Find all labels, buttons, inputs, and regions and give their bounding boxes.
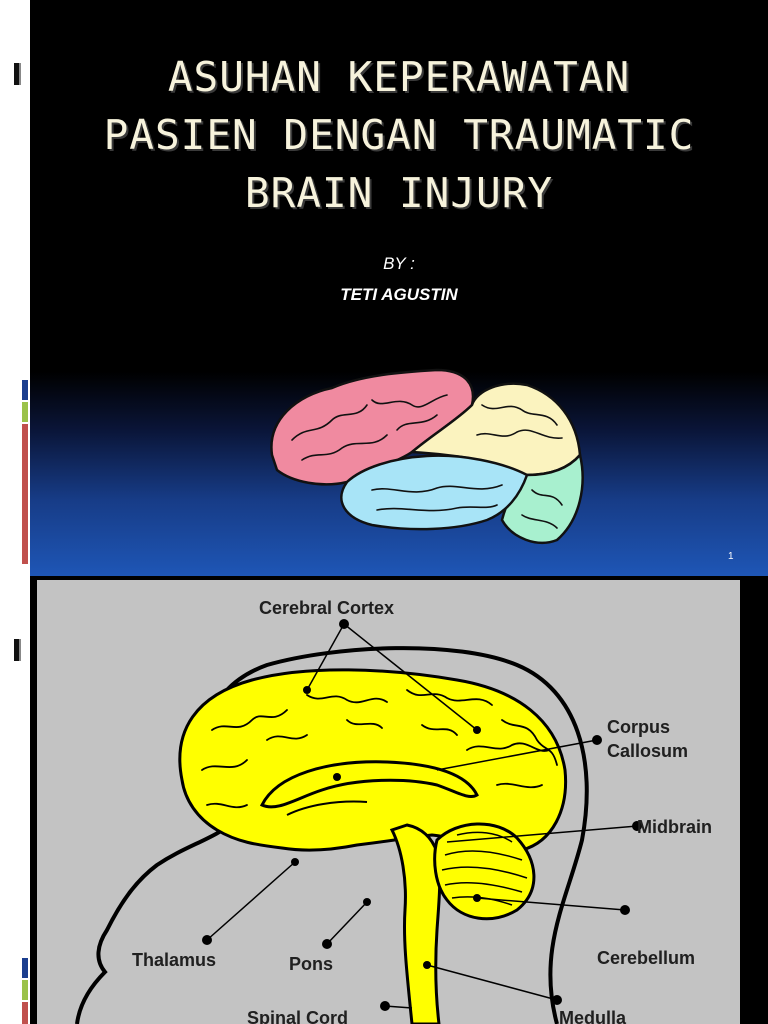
slide-1: ASUHAN KEPERAWATAN PASIEN DENGAN TRAUMAT… <box>14 0 768 576</box>
label-callosum: Callosum <box>607 741 688 761</box>
label-thalamus: Thalamus <box>132 950 216 970</box>
corpus-callosum <box>259 760 479 809</box>
label-cerebellum: Cerebellum <box>597 948 695 968</box>
label-cerebral-cortex: Cerebral Cortex <box>259 598 394 618</box>
accent-strip-red <box>22 424 28 564</box>
brain-lobes-illustration <box>270 368 584 545</box>
label-medulla: Medulla <box>559 1008 627 1024</box>
temporal-lobe <box>340 454 529 531</box>
brain-stem <box>389 823 442 1024</box>
page-number: 1 <box>728 551 734 562</box>
slide-2: Cerebral Cortex Corpus Callosum Midbrain… <box>0 576 768 1024</box>
label-pons: Pons <box>289 954 333 974</box>
accent-strip-blue <box>22 958 28 978</box>
accent-strip-green <box>22 980 28 1000</box>
slide-2-marker <box>14 639 21 661</box>
accent-strip-red <box>22 1002 28 1024</box>
author-name: TETI AGUSTIN <box>340 285 458 304</box>
accent-strip-blue <box>22 380 28 400</box>
brain-anatomy-diagram: Cerebral Cortex Corpus Callosum Midbrain… <box>75 598 712 1024</box>
title-line-3: BRAIN INJURY <box>244 169 554 217</box>
title-line-2: PASIEN DENGAN TRAUMATIC <box>103 111 695 159</box>
title-line-1: ASUHAN KEPERAWATAN <box>167 53 631 101</box>
label-spinal-cord: Spinal Cord <box>247 1008 348 1024</box>
by-label: BY : <box>383 254 415 273</box>
slide-1-marker <box>14 63 21 85</box>
label-corpus: Corpus <box>607 717 670 737</box>
accent-strip-green <box>22 402 28 422</box>
cerebellum <box>433 822 536 921</box>
face-profile <box>75 818 239 1024</box>
label-midbrain: Midbrain <box>637 817 712 837</box>
cerebrum <box>178 668 568 852</box>
slide-title: ASUHAN KEPERAWATAN PASIEN DENGAN TRAUMAT… <box>30 48 768 222</box>
